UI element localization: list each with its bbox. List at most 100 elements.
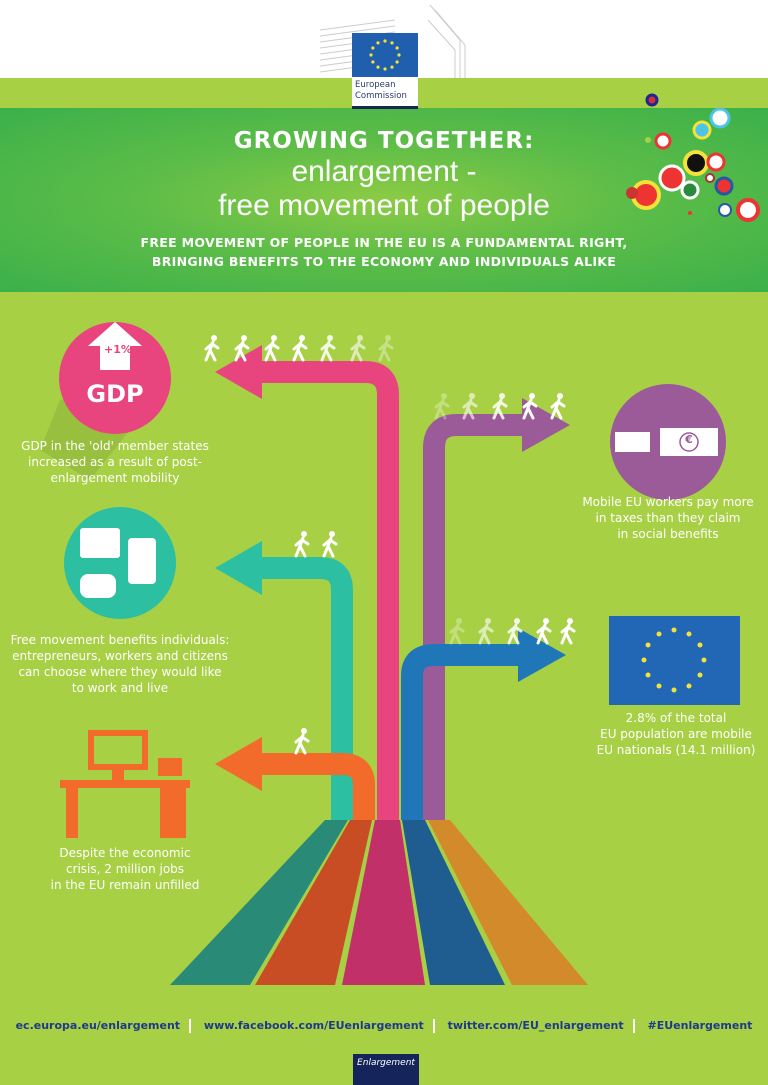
logo-text: Commission [355,91,407,101]
walking-person-icon [264,335,280,362]
star-icon [395,60,399,64]
caption-line: entrepreneurs, workers and citizens [12,649,228,663]
walking-person-icon [536,618,552,645]
caption-line: can choose where they would like [18,665,222,679]
footer-links: ec.europa.eu/enlargement www.facebook.co… [0,1019,768,1033]
caption-line: EU population are mobile [600,727,752,741]
star-icon [671,627,677,633]
ramp-pink [342,820,425,985]
ramp-blue [402,820,505,985]
caption-line: crisis, 2 million jobs [65,862,185,876]
caption-line: 2.8% of the total [625,711,727,725]
star-icon [671,687,677,693]
star-icon [645,642,651,648]
road-ramps [170,820,588,985]
ramp-orange [255,820,372,985]
teal-arrowhead [215,541,262,595]
luggage-icon [80,528,156,598]
luggage-circle [64,507,176,619]
star-icon [656,683,662,689]
walking-person-icon [204,335,220,362]
caption-line: Mobile EU workers pay more [582,495,754,509]
pink-arrow [250,361,399,820]
star-icon [697,642,703,648]
logo-bar [352,106,418,109]
caption-line: GDP in the 'old' member states [21,439,209,453]
subtitle-line: free movement of people [218,189,550,222]
pink-arrowhead [215,345,262,399]
star-icon [383,39,387,43]
arrow-up-icon [88,322,142,370]
blue-arrow [401,644,528,820]
walking-person-icon [294,531,310,558]
ramp-teal [170,820,348,985]
walking-person-icon [507,618,523,645]
eu-flag-icon [352,33,418,77]
star-icon [371,46,375,50]
caption-line: in taxes than they claim [595,511,741,525]
star-icon [645,672,651,678]
caption-line: Despite the economic [59,846,191,860]
subtitle-line: enlargement - [291,155,477,188]
page-subtitle: enlargement -free movement of people [0,155,768,223]
walking-person-icon [378,335,394,362]
individuals-caption: Free movement benefits individuals:entre… [0,632,240,696]
population-caption: 2.8% of the total EU population are mobil… [578,710,768,758]
caption-line: to work and live [71,681,169,695]
teal-arrow [250,557,353,820]
purple-arrow [423,414,530,820]
star-icon [701,657,707,663]
gdp-badge: +1% [104,343,132,356]
jobs-caption: Despite the economic crisis, 2 million jo… [30,845,220,893]
caption-line: enlargement mobility [50,471,180,485]
walking-person-icon [478,618,494,645]
star-icon [697,672,703,678]
logo-text: European [355,80,396,90]
star-icon [371,60,375,64]
star-icon [641,657,647,663]
walking-person-icon [320,335,336,362]
caption-line: EU nationals (14.1 million) [596,743,756,757]
link-hashtag[interactable]: #EUenlargement [647,1019,753,1032]
caption-line: in the EU remain unfilled [50,878,200,892]
walking-person-icon [234,335,250,362]
orange-arrowhead [215,737,262,791]
star-icon [686,631,692,637]
gdp-circle [59,322,171,434]
walking-person-icon [292,335,308,362]
page-title: GROWING TOGETHER: [233,128,535,154]
link-facebook[interactable]: www.facebook.com/EUenlargement [203,1019,424,1032]
walking-person-icon [462,393,478,420]
walking-person-icon [350,335,366,362]
link-twitter[interactable]: twitter.com/EU_enlargement [447,1019,624,1032]
star-icon [656,631,662,637]
star-icon [383,67,387,71]
star-icon [376,65,380,69]
walking-person-icon [492,393,508,420]
star-icon [686,683,692,689]
desk-computer-icon [60,730,190,838]
caption-line: in social benefits [617,527,719,541]
tagline-line: BRINGING BENEFITS TO THE ECONOMY AND IND… [151,254,617,269]
star-icon [397,53,401,57]
star-icon [376,41,380,45]
purple-arrowhead [522,398,570,452]
gdp-caption: GDP in the 'old' member states increased … [10,438,220,486]
caption-line: increased as a result of post- [28,455,202,469]
blue-arrowhead [518,628,566,682]
tagline: FREE MOVEMENT OF PEOPLE IN THE EU IS A F… [0,233,768,271]
euro-icon: € [685,433,693,446]
star-icon [369,53,373,57]
enlargement-badge: Enlargement [353,1054,419,1085]
link-website[interactable]: ec.europa.eu/enlargement [15,1019,181,1032]
walking-person-icon [434,393,450,420]
star-icon [390,65,394,69]
decorative-circles-icon [626,93,760,222]
walking-person-icon [522,393,538,420]
ramp-amber [428,820,588,985]
walking-person-icon [550,393,566,420]
walking-person-icon [560,618,576,645]
taxes-caption: Mobile EU workers pay more in taxes than … [570,494,766,542]
